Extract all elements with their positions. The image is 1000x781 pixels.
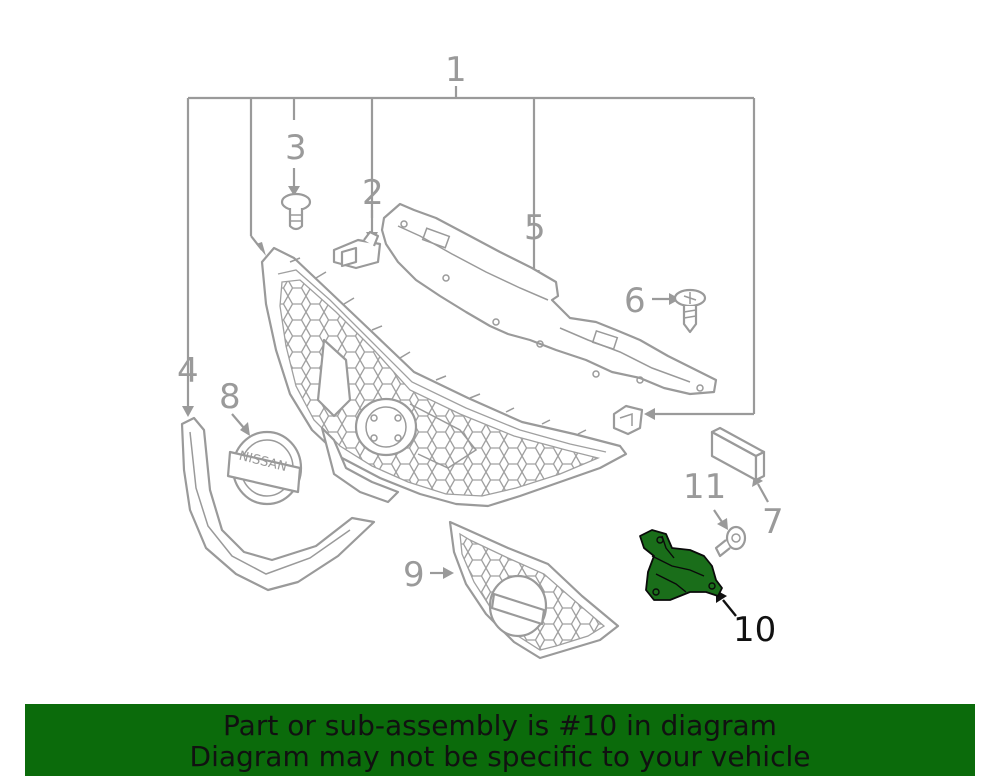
part-7-spacer <box>710 426 766 482</box>
callout-11: 11 <box>683 467 726 507</box>
arrow-to-part-3 <box>288 186 300 196</box>
part-3-push-clip <box>280 192 312 231</box>
part-1-grille-assembly <box>260 246 628 508</box>
callout-6: 6 <box>624 281 646 321</box>
part-1-side-clip <box>612 404 644 436</box>
part-4-moulding <box>180 416 376 592</box>
arrow-to-grille-frame <box>256 242 266 256</box>
callout-5: 5 <box>524 208 546 248</box>
arrow-to-part-4 <box>182 406 194 417</box>
arrow-to-part-9 <box>443 567 454 579</box>
callout-2: 2 <box>362 173 384 213</box>
callout-bracket-1 <box>186 86 756 416</box>
callout-10: 10 <box>733 610 776 650</box>
callout-4: 4 <box>177 351 199 391</box>
callout-7: 7 <box>762 502 784 542</box>
arrow-to-part-1-clip <box>644 408 655 420</box>
callout-3: 3 <box>285 128 307 168</box>
arrow-to-part-11 <box>717 518 728 530</box>
part-9-lower-grille <box>448 520 620 660</box>
arrow-to-part-8 <box>240 422 250 436</box>
leader-arrows <box>182 168 769 617</box>
part-2-clip <box>332 230 382 270</box>
callout-9: 9 <box>403 555 425 595</box>
banner-line-2: Diagram may not be specific to your vehi… <box>189 740 811 773</box>
part-11-clip <box>714 525 747 558</box>
part-8-emblem: NISSAN <box>226 430 303 506</box>
callout-8: 8 <box>219 377 241 417</box>
callout-1: 1 <box>445 50 467 90</box>
parts-diagram: NISSAN 1 2 3 4 5 6 7 8 9 10 11 <box>177 50 784 660</box>
part-5-upper-cover <box>380 202 718 396</box>
part-6-screw <box>673 288 707 334</box>
banner-line-1: Part or sub-assembly is #10 in diagram <box>223 709 777 742</box>
notice-banner: Part or sub-assembly is #10 in diagram D… <box>25 704 975 776</box>
part-10-bracket-highlighted <box>639 529 723 601</box>
part-10-body <box>639 529 723 601</box>
